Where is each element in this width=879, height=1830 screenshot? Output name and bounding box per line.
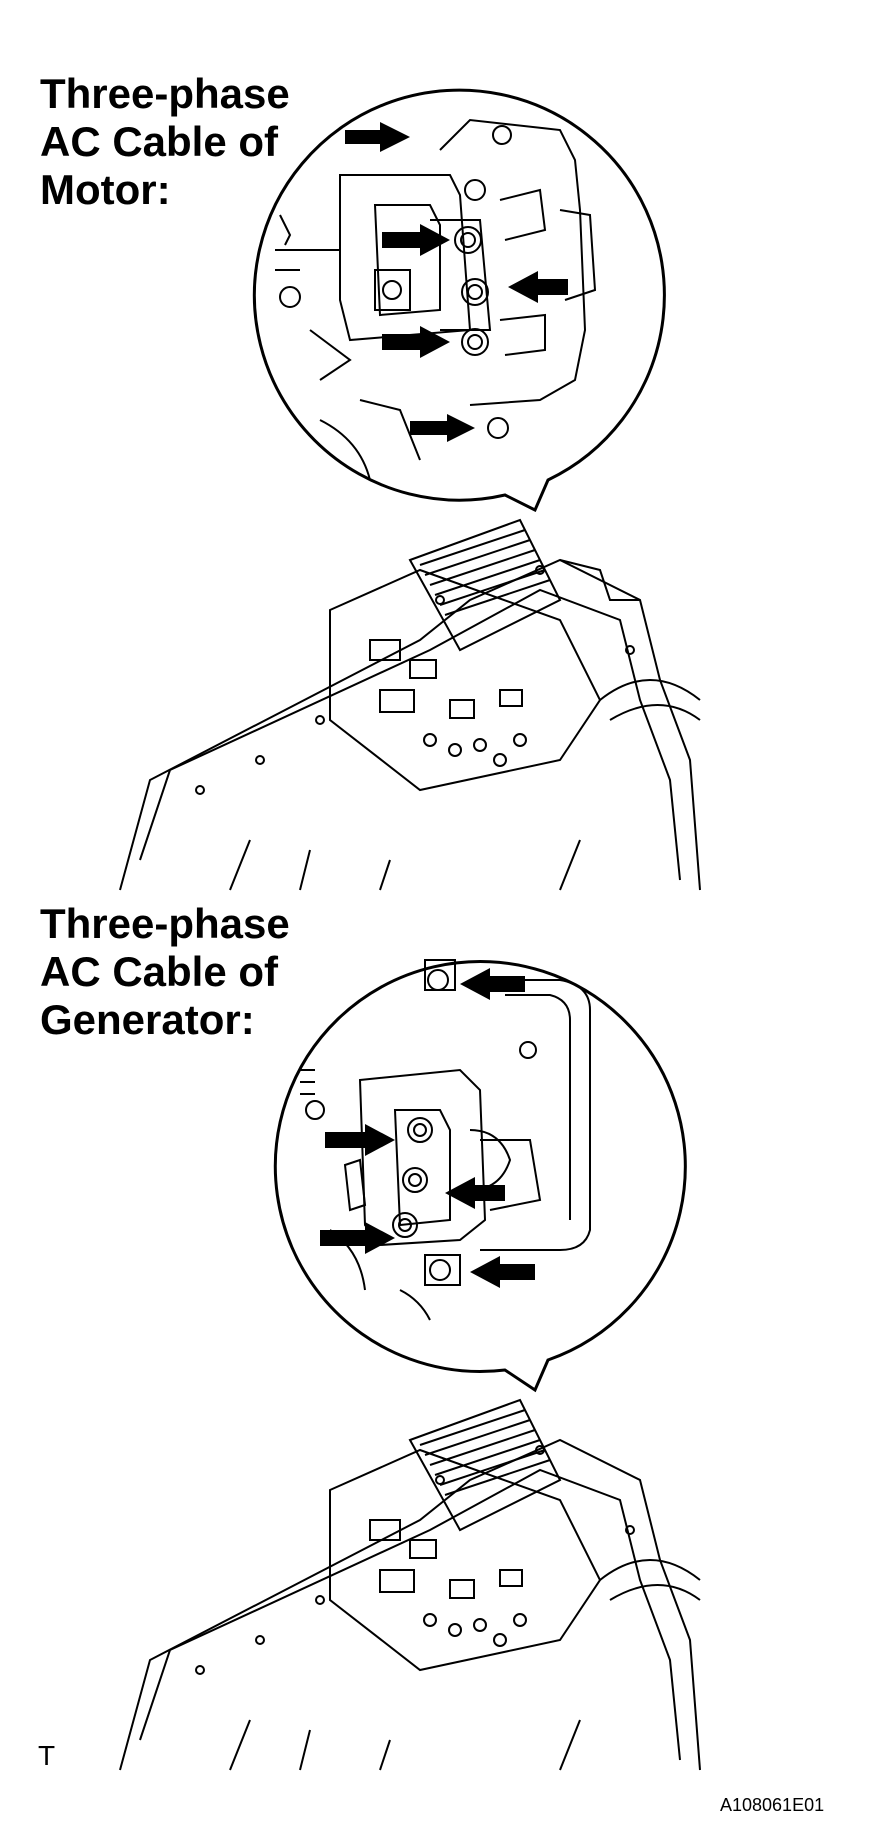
arrow-icon [410, 414, 475, 442]
generator-group [119, 959, 701, 1771]
motor-label: Three-phase AC Cable of Motor: [40, 70, 290, 213]
generator-arrows [320, 968, 535, 1288]
arrow-icon [382, 224, 450, 256]
inverter-base-top [119, 518, 701, 891]
arrow-icon [325, 1124, 395, 1156]
arrow-icon [460, 968, 525, 1000]
motor-terminal-detail [275, 118, 597, 481]
corner-mark: T [38, 1740, 56, 1771]
motor-group [119, 88, 701, 891]
arrow-icon [382, 326, 450, 358]
arrow-icon [320, 1222, 395, 1254]
generator-callout-balloon [273, 960, 687, 1393]
motor-callout-balloon [252, 88, 666, 513]
motor-arrows [345, 122, 568, 442]
arrow-icon [508, 271, 568, 303]
inverter-base-bottom [119, 1398, 701, 1771]
arrow-icon [470, 1256, 535, 1288]
figure-code: A108061E01 [720, 1795, 825, 1815]
generator-label: Three-phase AC Cable of Generator: [40, 900, 290, 1043]
arrow-icon [445, 1177, 505, 1209]
arrow-icon [345, 122, 410, 152]
